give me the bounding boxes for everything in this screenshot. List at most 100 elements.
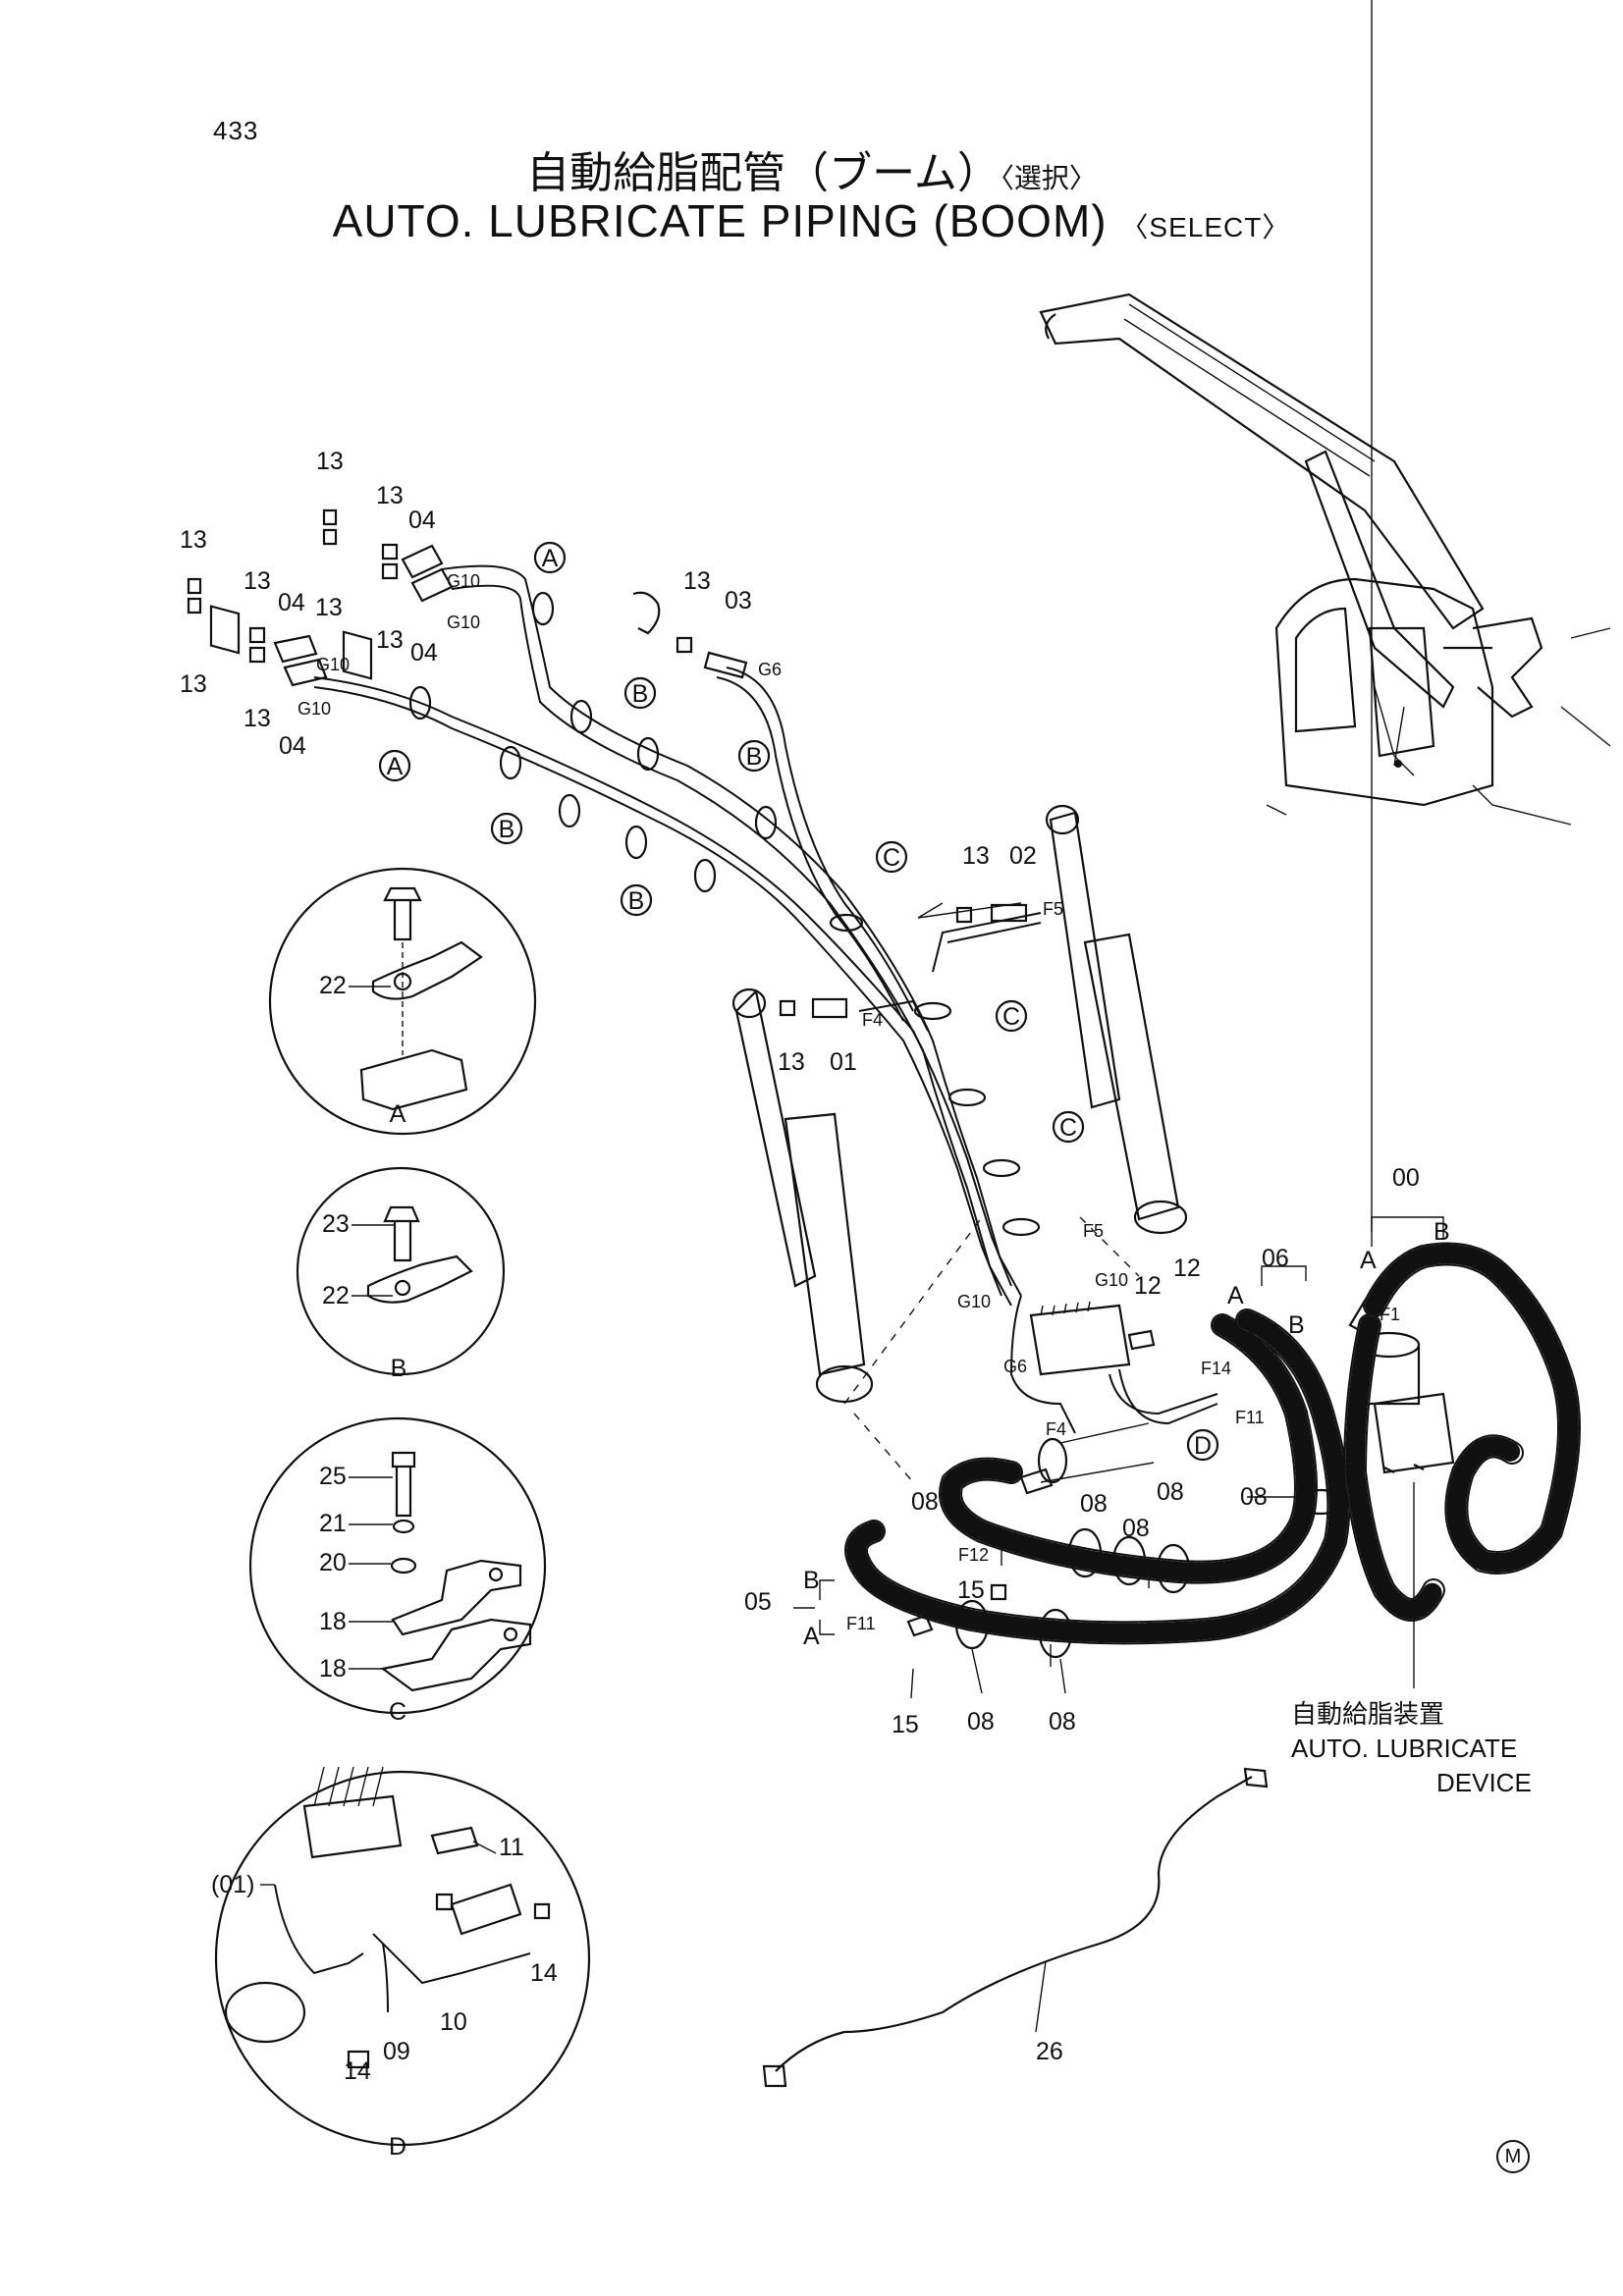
title-en-text: AUTO. LUBRICATE PIPING (BOOM) [332, 195, 1108, 246]
distributor-block [1009, 1295, 1218, 1434]
label-21: 21 [319, 1510, 347, 1537]
label-00-a: A [1360, 1247, 1377, 1274]
svg-text:F11: F11 [846, 1614, 876, 1633]
svg-text:F1: F1 [1380, 1305, 1400, 1324]
svg-text:B: B [628, 887, 645, 915]
revision-mark: M [1496, 2140, 1530, 2173]
callout-c-1: C [875, 840, 908, 874]
svg-text:G10: G10 [316, 655, 350, 674]
label-04: 04 [278, 589, 305, 616]
fitting-13a [187, 508, 399, 664]
hose-clamps [906, 1468, 1346, 1659]
svg-text:C: C [1059, 1114, 1077, 1142]
label-13: 13 [778, 1048, 805, 1076]
svg-text:F12: F12 [958, 1545, 989, 1565]
svg-text:F4: F4 [862, 1010, 883, 1030]
pipe-end-fittings [632, 591, 1028, 1019]
page-number: 433 [213, 116, 259, 145]
excavator-boom-cab [1039, 293, 1611, 826]
port-labels: G10 G10 G10 G10 G6 F5 F4 F5 G10 G10 G6 F… [298, 571, 1400, 1633]
view-a-detail [268, 867, 537, 1136]
svg-text:F4: F4 [1046, 1419, 1066, 1439]
svg-text:F14: F14 [1201, 1359, 1231, 1378]
label-20: 20 [319, 1549, 347, 1576]
svg-text:G10: G10 [447, 613, 480, 632]
svg-text:G6: G6 [758, 660, 782, 679]
boom-cylinder-left [731, 988, 874, 1404]
callout-c-2: C [995, 999, 1028, 1033]
callout-d-1: D [1186, 1428, 1219, 1462]
label-14: 14 [344, 2057, 371, 2085]
title-japanese: 自動給脂配管（ブーム）〈選択〉 [0, 137, 1623, 200]
label-06-b: B [1288, 1311, 1305, 1339]
callouts: A A B B B B C C C D [378, 541, 1219, 1462]
label-13: 13 [376, 482, 404, 509]
label-02: 02 [1009, 842, 1037, 870]
view-b-detail [296, 1166, 506, 1376]
title-jp-text: 自動給脂配管（ブーム） [526, 148, 1001, 198]
svg-text:G10: G10 [447, 571, 480, 591]
label-15: 15 [892, 1711, 919, 1738]
view-b-label: B [391, 1355, 407, 1382]
callout-b-3: B [490, 812, 523, 845]
label-08: 08 [1080, 1490, 1108, 1518]
device-label-jp: 自動給脂装置 [1291, 1699, 1444, 1729]
hoses [844, 1242, 1581, 1645]
title-jp-select: 〈選択〉 [1000, 162, 1097, 194]
label-13: 13 [243, 567, 271, 595]
view-c-detail [248, 1416, 547, 1715]
view-c-label: C [389, 1698, 406, 1726]
title-en-select: 〈SELECT〉 [1120, 212, 1291, 242]
label-09: 09 [383, 2038, 410, 2065]
label-10: 10 [440, 2008, 467, 2036]
svg-text:C: C [1002, 1003, 1020, 1031]
svg-text:D: D [1194, 1432, 1212, 1460]
svg-text:B: B [746, 743, 763, 771]
label-06: 06 [1262, 1245, 1289, 1272]
boom-dashed-outline [843, 1216, 1155, 1484]
view-d-detail [214, 1766, 591, 2147]
label-13: 13 [180, 526, 207, 554]
fittings-04 [273, 544, 454, 687]
harness-26 [762, 1767, 1269, 2088]
label-22: 22 [322, 1282, 350, 1309]
label-12: 12 [1173, 1255, 1201, 1282]
callout-c-3: C [1052, 1110, 1085, 1144]
svg-text:A: A [387, 753, 404, 780]
label-26: 26 [1036, 2038, 1063, 2065]
label-00-b: B [1434, 1218, 1450, 1246]
label-08: 08 [1157, 1478, 1184, 1506]
label-04: 04 [408, 507, 436, 534]
label-11: 11 [499, 1834, 524, 1861]
label-14: 14 [530, 1959, 558, 1987]
label-25: 25 [319, 1463, 347, 1490]
label-00: 00 [1392, 1164, 1420, 1192]
pipe-clamps [408, 591, 1041, 1237]
callout-a-1: A [533, 541, 567, 574]
label-03: 03 [725, 587, 752, 614]
svg-text:B: B [632, 680, 649, 708]
label-13: 13 [315, 594, 343, 621]
svg-text:G10: G10 [957, 1292, 991, 1311]
label-22: 22 [319, 972, 347, 999]
label-01: 01 [830, 1048, 857, 1076]
label-23: 23 [322, 1210, 350, 1238]
label-08: 08 [1122, 1515, 1150, 1542]
label-04: 04 [410, 639, 438, 667]
label-13: 13 [316, 448, 344, 475]
boom-cylinder-right [1045, 804, 1188, 1235]
label-13: 13 [962, 842, 990, 870]
part-labels: 13 13 04 13 13 13 04 13 04 13 13 04 13 0… [180, 448, 1450, 2161]
device-label-en-2: DEVICE [1436, 1768, 1532, 1797]
fittings-upper-left [187, 508, 454, 687]
label-13: 13 [243, 705, 271, 732]
label-12: 12 [1134, 1272, 1162, 1300]
label-08: 08 [911, 1488, 939, 1516]
label-18: 18 [319, 1608, 347, 1635]
svg-text:F5: F5 [1043, 899, 1063, 919]
svg-text:F5: F5 [1083, 1221, 1104, 1241]
label-05-b: B [803, 1567, 820, 1594]
label-01-ref: (01) [211, 1871, 254, 1898]
label-08: 08 [1049, 1708, 1076, 1735]
